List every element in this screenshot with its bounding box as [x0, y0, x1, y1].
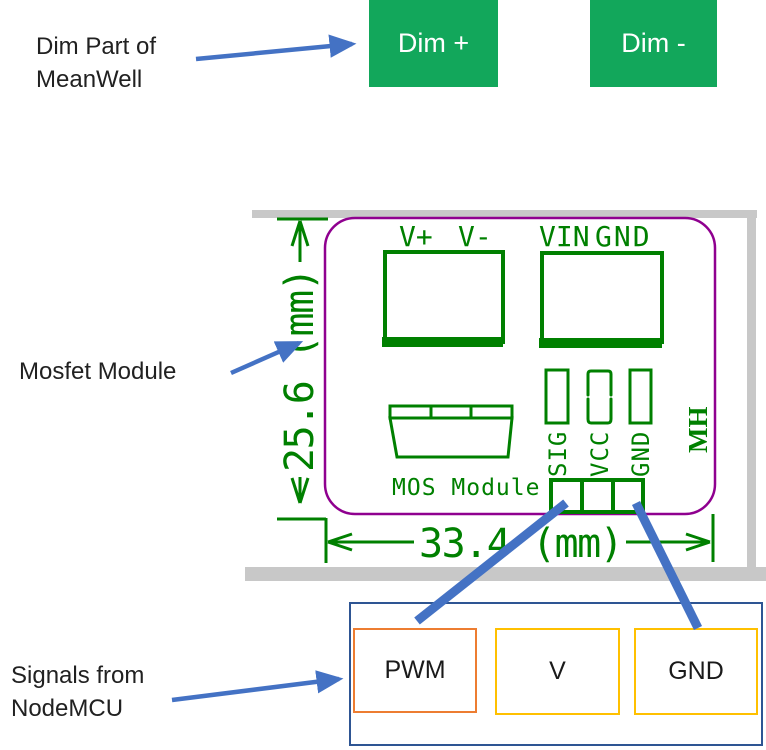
pcb-label-vin: VIN — [539, 220, 590, 253]
pcb-pin-label-sig: SIG — [544, 431, 572, 477]
dim-minus-button[interactable]: Dim - — [590, 0, 717, 87]
pcb-pin-label-gnd: GND — [627, 431, 655, 477]
dim-plus-button[interactable]: Dim + — [369, 0, 498, 87]
mosfet-module-caption: Mosfet Module — [19, 358, 177, 385]
pad-sig — [544, 368, 570, 425]
signals-from-nodemcu-caption: Signals from NodeMCU — [11, 662, 145, 722]
dimension-height — [277, 217, 328, 521]
mosfet-package — [388, 404, 514, 459]
signal-box-pwm: PWM — [353, 628, 477, 713]
pad-gnd — [628, 368, 653, 425]
pin-header — [549, 478, 645, 514]
dim-part-caption: Dim Part of MeanWell — [36, 33, 157, 93]
pad-vcc-top — [586, 369, 613, 397]
pcb-pin-label-vcc: VCC — [586, 431, 614, 477]
gray-scrollbar-bottom[interactable] — [245, 567, 766, 581]
pcb-label-vminus: V- — [458, 220, 492, 253]
dimension-height-text: 25.6 (mm) — [277, 269, 323, 472]
terminal-block-output — [382, 250, 505, 347]
pcb-brand: MH — [683, 407, 713, 454]
gray-scrollbar-right[interactable] — [747, 210, 756, 578]
pad-vcc-bottom — [586, 397, 613, 425]
terminal-block-input — [539, 251, 664, 348]
pcb-label-gnd-top: GND — [595, 220, 652, 253]
dimension-width-text: 33.4 (mm) — [419, 521, 622, 567]
pcb-board-name: MOS Module — [392, 475, 540, 501]
gray-bar-top — [252, 210, 757, 218]
signal-box-gnd: GND — [634, 628, 758, 715]
pcb-label-vplus: V+ — [399, 220, 433, 253]
signal-box-v: V — [495, 628, 620, 715]
